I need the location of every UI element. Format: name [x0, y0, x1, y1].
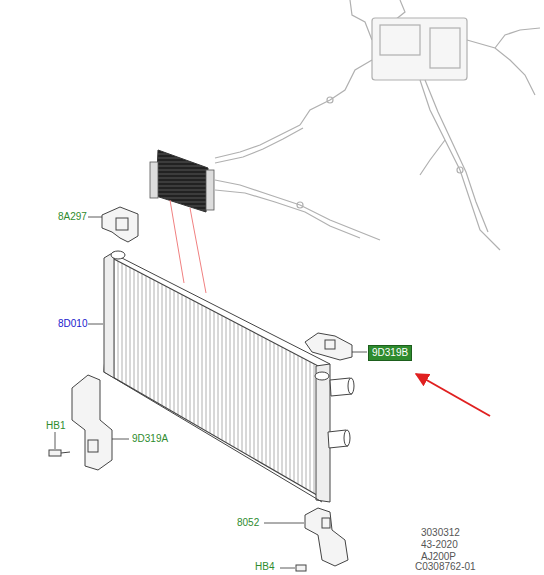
drawing-reference: 43-2020: [420, 539, 459, 551]
highlighted-callout: 9D319B: [368, 345, 412, 361]
right-bracket: [305, 333, 352, 360]
bolt: [296, 565, 306, 571]
left-bracket: [72, 375, 112, 470]
upper-bracket: [102, 207, 138, 242]
highlight-arrow: [416, 374, 490, 416]
radiator: [104, 251, 354, 502]
lower-bracket: [305, 508, 348, 566]
bolt: [49, 450, 70, 456]
callout-number: HB1: [45, 420, 66, 432]
callout-number: 8A297: [57, 211, 88, 223]
callout-number: 9D319B: [372, 347, 408, 359]
callout-number: HB4: [254, 561, 275, 573]
wiring-harness: [215, 0, 540, 250]
leader-line: [55, 217, 367, 568]
callout-number: 8D010: [57, 318, 88, 330]
auxiliary-cooler: [150, 150, 214, 212]
callout-number: 8052: [236, 517, 260, 529]
drawing-reference: C0308762-01: [414, 561, 477, 573]
drawing-reference: 3030312: [420, 527, 461, 539]
callout-number: 9D319A: [131, 433, 169, 445]
